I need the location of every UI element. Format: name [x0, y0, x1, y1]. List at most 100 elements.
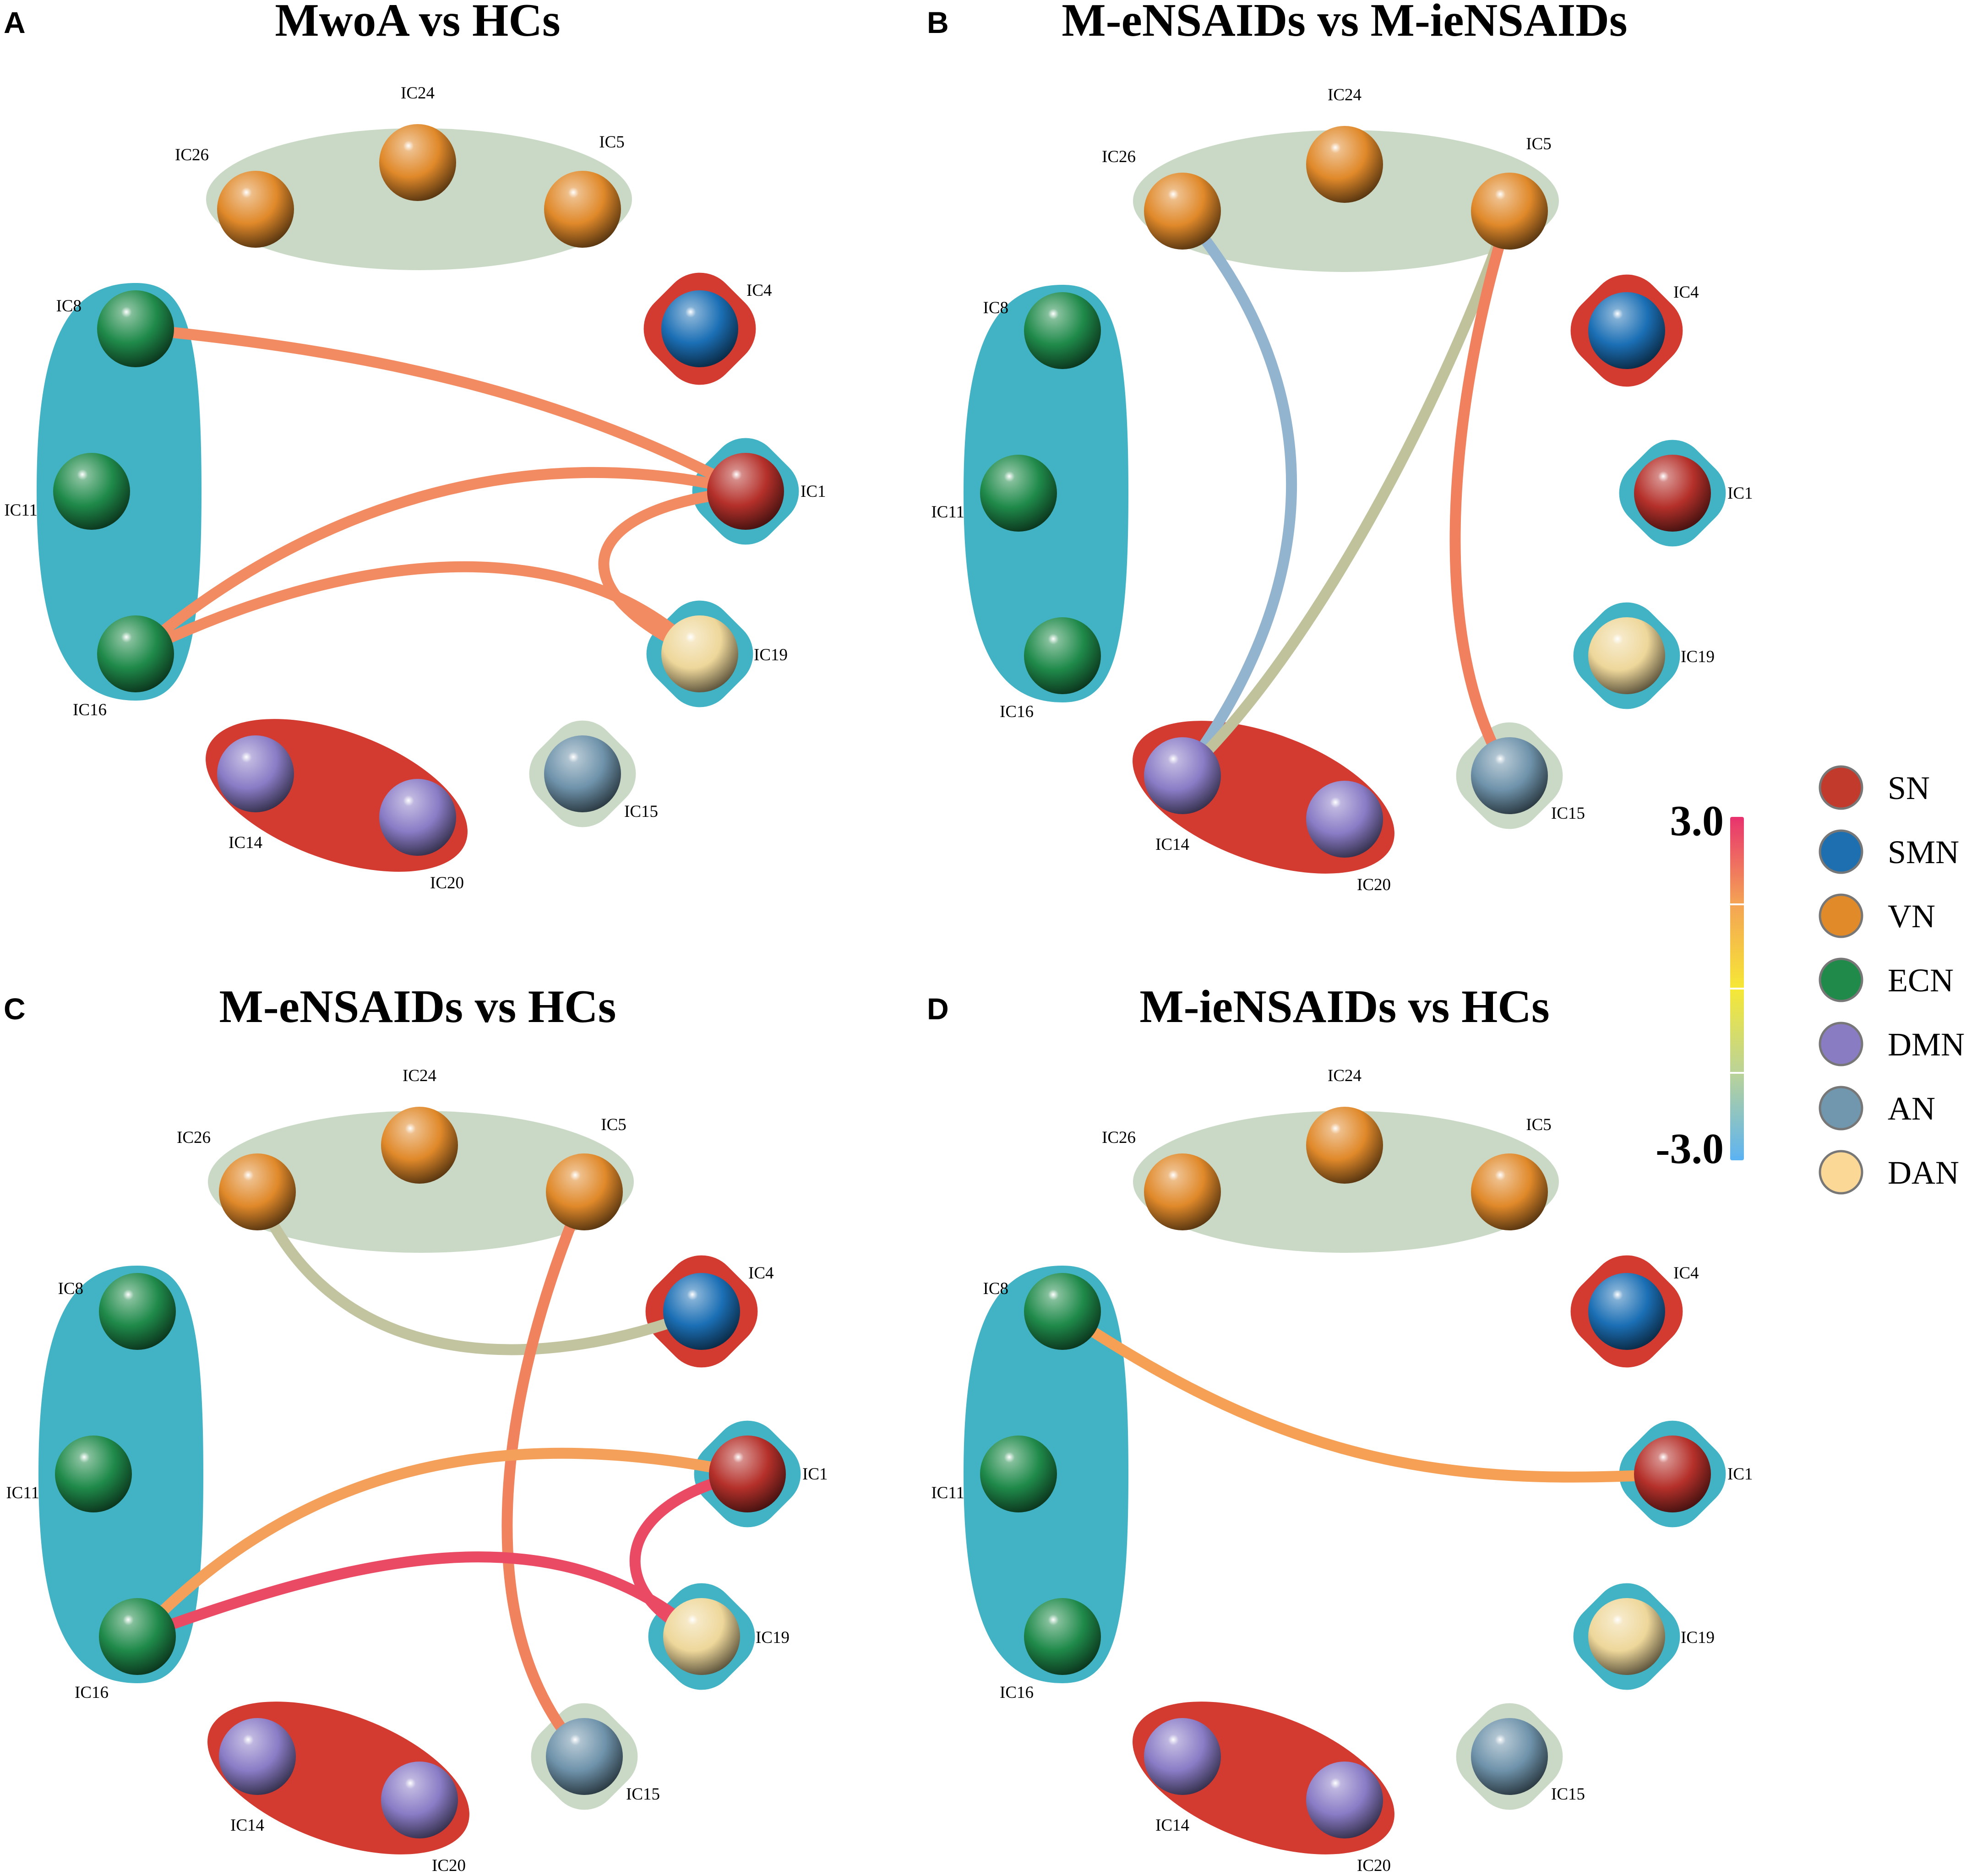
node-ic16: IC16	[75, 1598, 176, 1702]
node-label: IC4	[748, 1264, 774, 1283]
node-label: IC5	[1526, 135, 1552, 153]
node-ic1: IC1	[1634, 455, 1753, 532]
node-sphere	[707, 453, 784, 530]
legend-item-ecn: ECN	[1819, 957, 1954, 1002]
node-sphere	[1024, 292, 1101, 369]
node-label: IC26	[175, 146, 209, 164]
legend-label: DAN	[1888, 1154, 1959, 1191]
node-ic19: IC19	[663, 1598, 790, 1675]
node-label: IC20	[430, 874, 464, 892]
node-ic4: IC4	[661, 281, 772, 367]
node-sphere	[1306, 781, 1383, 858]
node-label: IC5	[601, 1115, 626, 1134]
node-sphere	[1024, 1273, 1101, 1350]
node-ic8: IC8	[983, 1273, 1101, 1350]
node-sphere	[1471, 1153, 1548, 1230]
legend-swatch	[1819, 1022, 1863, 1066]
node-label: IC19	[1681, 1628, 1715, 1647]
node-ic20: IC20	[379, 779, 464, 892]
nodes: IC24IC26IC5IC4IC8IC11IC16IC1IC19IC14IC20…	[931, 1066, 1753, 1875]
node-sphere	[1471, 173, 1548, 250]
node-ic16: IC16	[1000, 1598, 1101, 1702]
nodes: IC24IC26IC5IC4IC8IC11IC16IC1IC19IC14IC20…	[931, 86, 1753, 894]
node-label: IC5	[599, 133, 625, 152]
panel-a: A MwoA vs HCs IC24IC26IC5IC4IC8IC11IC16I…	[4, 0, 826, 892]
node-ic26: IC26	[1102, 147, 1221, 250]
connection-ic5-ic15	[1449, 206, 1515, 781]
node-ic16: IC16	[1000, 617, 1101, 721]
nodes: IC24IC26IC5IC4IC8IC11IC16IC1IC19IC14IC20…	[6, 1066, 828, 1875]
node-label: IC8	[983, 299, 1009, 317]
node-label: IC11	[931, 1484, 964, 1502]
node-ic8: IC8	[56, 290, 174, 367]
node-sphere	[544, 735, 621, 812]
panel-c: C M-eNSAIDs vs HCs IC24IC26IC5IC4IC8IC11…	[4, 981, 828, 1875]
connection-ic26-ic14	[1177, 206, 1297, 781]
node-ic4: IC4	[1588, 283, 1699, 369]
connections	[1177, 206, 1515, 781]
node-label: IC24	[1328, 86, 1362, 104]
node-sphere	[1588, 1598, 1665, 1675]
legend-swatch	[1819, 765, 1863, 810]
node-ic19: IC19	[1588, 1598, 1715, 1675]
node-label: IC24	[1328, 1066, 1362, 1085]
panel-letter: D	[927, 992, 949, 1026]
node-label: IC11	[4, 501, 38, 520]
node-ic1: IC1	[707, 453, 826, 530]
node-sphere	[1144, 173, 1221, 250]
node-label: IC15	[624, 802, 658, 821]
node-ic4: IC4	[663, 1264, 774, 1350]
node-label: IC15	[1551, 804, 1585, 823]
node-label: IC16	[73, 701, 107, 719]
node-sphere	[381, 1107, 458, 1184]
node-label: IC15	[1551, 1785, 1585, 1804]
node-label: IC24	[401, 84, 435, 103]
connection-ic16-ic1	[132, 1447, 753, 1642]
node-sphere	[99, 1598, 176, 1675]
node-ic1: IC1	[1634, 1436, 1753, 1512]
node-sphere	[980, 1436, 1057, 1512]
node-label: IC8	[56, 297, 82, 315]
node-sphere	[1634, 455, 1711, 532]
legend-label: VN	[1888, 898, 1935, 935]
node-ic5: IC5	[546, 1115, 626, 1230]
node-label: IC8	[58, 1279, 84, 1298]
legend-swatch	[1819, 1150, 1863, 1195]
node-label: IC19	[1681, 647, 1715, 666]
legend-label: AN	[1888, 1090, 1935, 1127]
node-sphere	[97, 290, 174, 367]
node-label: IC14	[1155, 1816, 1189, 1835]
legend-item-an: AN	[1819, 1086, 1935, 1131]
node-ic1: IC1	[709, 1436, 828, 1512]
node-sphere	[1588, 1273, 1665, 1350]
colorbar-max-label: 3.0	[1670, 797, 1724, 845]
connection-ic16-ic1	[130, 467, 751, 659]
node-label: IC26	[1102, 1128, 1136, 1147]
node-sphere	[379, 779, 456, 856]
legend-label: SN	[1888, 770, 1930, 806]
node-label: IC4	[746, 281, 772, 300]
node-ic11: IC11	[6, 1436, 132, 1512]
connection-ic1-ic19	[629, 1468, 753, 1642]
node-sphere	[217, 171, 294, 248]
node-ic4: IC4	[1588, 1264, 1699, 1350]
connection-ic26-ic4	[252, 1186, 707, 1355]
node-label: IC16	[1000, 1683, 1034, 1702]
node-label: IC15	[626, 1785, 660, 1804]
node-label: IC19	[756, 1628, 790, 1647]
legend-label: SMN	[1888, 834, 1959, 870]
node-ic5: IC5	[1471, 135, 1552, 250]
node-ic20: IC20	[1306, 1762, 1391, 1875]
node-label: IC24	[403, 1066, 436, 1085]
connection-ic16-ic19	[132, 1551, 707, 1642]
legend-label: DMN	[1888, 1026, 1965, 1063]
panel-title: M-eNSAIDs vs M-ieNSAIDs	[1062, 0, 1627, 46]
node-label: IC1	[1727, 484, 1753, 503]
node-sphere	[1471, 1718, 1548, 1795]
node-sphere	[1471, 737, 1548, 814]
node-sphere	[217, 735, 294, 812]
legend-item-dmn: DMN	[1819, 1022, 1965, 1066]
node-sphere	[1306, 1107, 1383, 1184]
legend-swatch	[1819, 829, 1863, 874]
node-sphere	[546, 1153, 623, 1230]
